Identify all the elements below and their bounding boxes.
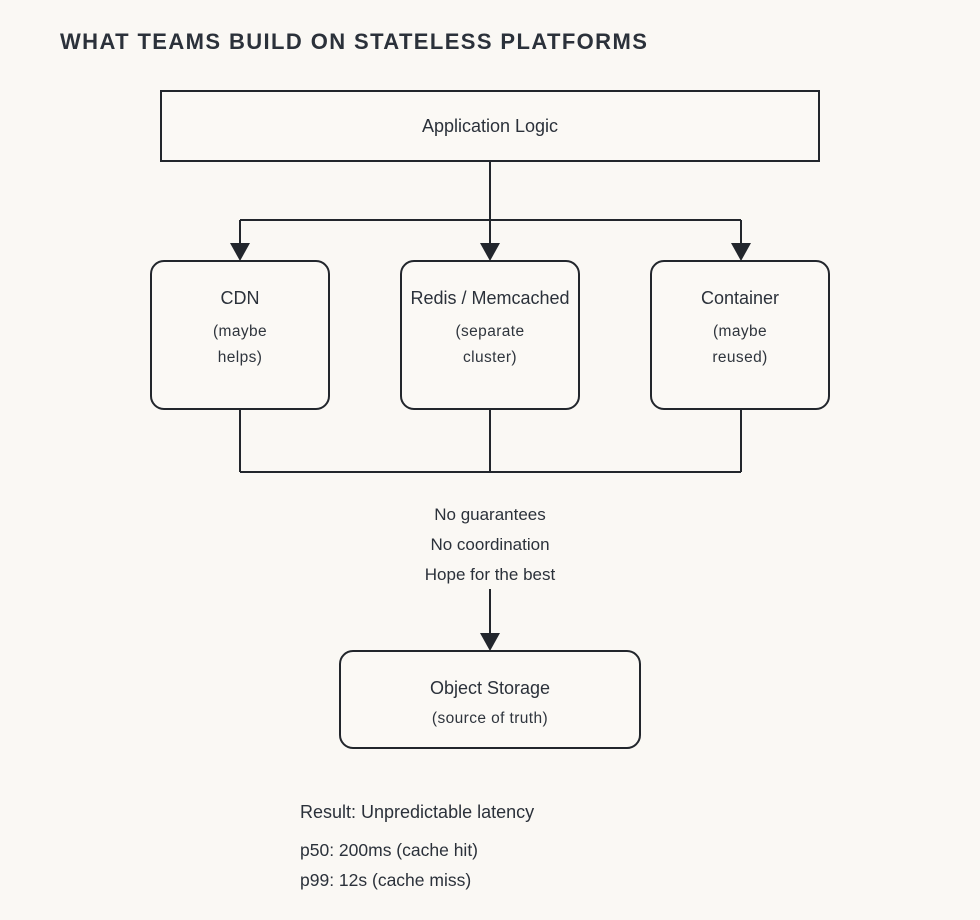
arrowhead-storage <box>480 633 500 651</box>
node-redis-memcached: Redis / Memcached (separate cluster) <box>400 260 580 410</box>
connector-converge <box>239 409 742 473</box>
free-text-line-2: No coordination <box>430 535 550 554</box>
node-container-note: (maybe reused) <box>652 319 828 371</box>
free-text-line-3: Hope for the best <box>424 565 556 584</box>
result-p99: p99: 12s (cache miss) <box>300 870 472 890</box>
node-container-label: Container <box>700 288 780 308</box>
node-object-storage-label: Object Storage <box>429 678 551 698</box>
node-container-note-line2: reused) <box>712 349 768 366</box>
node-application-logic: Application Logic <box>160 90 820 162</box>
node-application-logic-label: Application Logic <box>421 116 559 136</box>
free-text-line-1: No guarantees <box>434 505 546 524</box>
arrowhead-cdn <box>230 243 250 261</box>
node-cdn: CDN (maybe helps) <box>150 260 330 410</box>
page-title: WHAT TEAMS BUILD ON STATELESS PLATFORMS <box>60 29 649 54</box>
connector-app-to-branch <box>239 161 742 244</box>
node-redis-memcached-note: (separate cluster) <box>402 319 578 371</box>
no-guarantees-text: No guarantees No coordination Hope for t… <box>340 500 640 590</box>
node-redis-note-line1: (separate <box>455 323 525 340</box>
node-object-storage-note: (source of truth) <box>431 710 549 727</box>
arrowhead-container <box>731 243 751 261</box>
node-cdn-note-line2: helps) <box>217 349 263 366</box>
node-object-storage: Object Storage (source of truth) <box>339 650 641 749</box>
result-p50: p50: 200ms (cache hit) <box>300 840 479 860</box>
node-container-note-line1: (maybe <box>712 323 768 340</box>
node-redis-note-line2: cluster) <box>462 349 517 366</box>
node-cdn-note-line1: (maybe <box>212 323 268 340</box>
arrowhead-redis <box>480 243 500 261</box>
result-block: Result: Unpredictable latency p50: 200ms… <box>300 802 534 895</box>
result-title: Result: Unpredictable latency <box>300 802 535 822</box>
node-cdn-label: CDN <box>220 288 260 308</box>
node-redis-memcached-label: Redis / Memcached <box>410 288 570 308</box>
node-container: Container (maybe reused) <box>650 260 830 410</box>
node-cdn-note: (maybe helps) <box>152 319 328 371</box>
